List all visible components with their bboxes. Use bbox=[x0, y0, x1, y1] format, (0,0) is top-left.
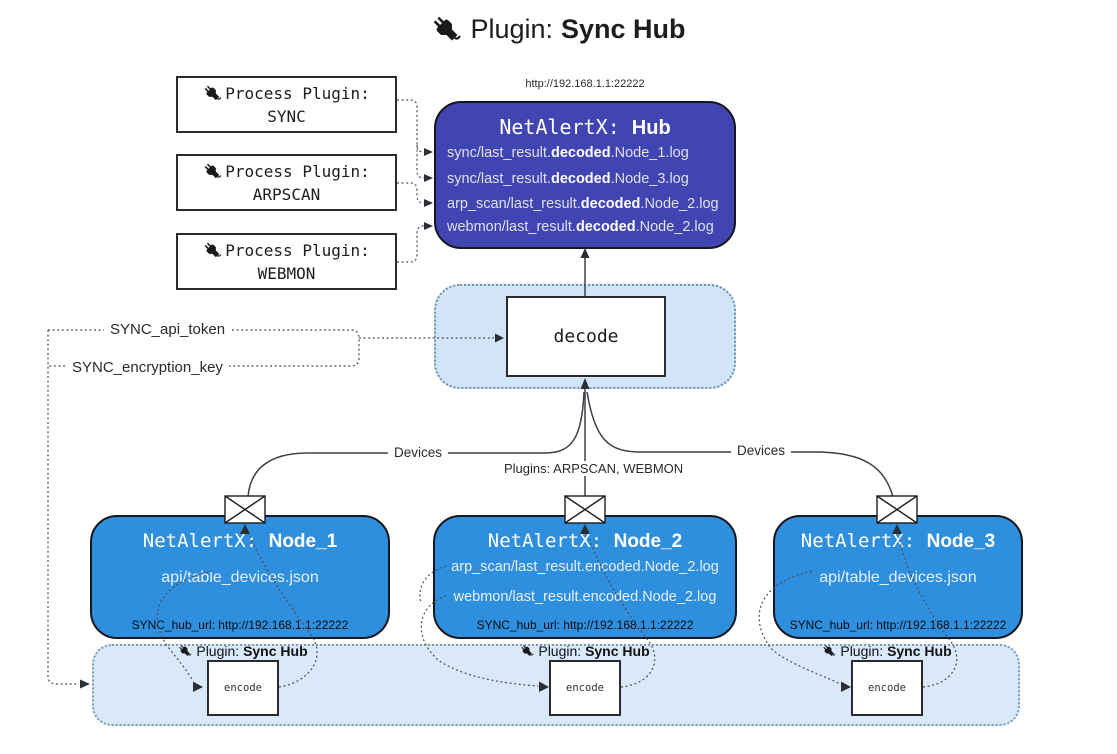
hub-url-label: http://192.168.1.1:22222 bbox=[525, 78, 645, 90]
process-plugin-name: SYNC bbox=[267, 106, 306, 126]
devices-label-left: Devices bbox=[388, 445, 449, 460]
plugin-sync-hub-label: Plugin: Sync Hub bbox=[153, 643, 333, 659]
node-box-3: NetAlertX: Node_3 api/table_devices.json… bbox=[773, 515, 1023, 639]
node-hub-url: SYNC_hub_url: http://192.168.1.1:22222 bbox=[789, 618, 1007, 632]
node-title: NetAlertX: Node_3 bbox=[800, 530, 996, 552]
plug-icon bbox=[203, 241, 222, 260]
node-file-line: api/table_devices.json bbox=[819, 569, 977, 586]
plugin-sync-hub-label: Plugin: Sync Hub bbox=[495, 643, 675, 659]
plugins-mid-label: Plugins: ARPSCAN, WEBMON bbox=[498, 461, 690, 476]
process-plugin-box-arpscan: Process Plugin: ARPSCAN bbox=[176, 154, 397, 211]
node-hub-url: SYNC_hub_url: http://192.168.1.1:22222 bbox=[131, 618, 349, 632]
plug-icon bbox=[822, 644, 836, 658]
hub-box: NetAlertX: Hub sync/last_result.decoded.… bbox=[434, 101, 736, 249]
hub-title: NetAlertX: Hub bbox=[436, 115, 734, 140]
node-file-line: arp_scan/last_result.encoded.Node_2.log bbox=[451, 559, 719, 575]
plugin-sync-hub-label: Plugin: Sync Hub bbox=[797, 643, 977, 659]
hub-log-row: arp_scan/last_result.decoded.Node_2.log bbox=[447, 196, 719, 212]
node-box-2: NetAlertX: Node_2 arp_scan/last_result.e… bbox=[433, 515, 737, 639]
process-plugin-box-webmon: Process Plugin: WEBMON bbox=[176, 233, 397, 290]
title-text: Plugin: bbox=[470, 14, 554, 44]
plug-icon bbox=[178, 644, 192, 658]
plug-icon bbox=[431, 14, 462, 45]
hub-name-mono: NetAlertX: bbox=[499, 115, 632, 139]
plug-icon bbox=[520, 644, 534, 658]
node-title: NetAlertX: Node_2 bbox=[487, 530, 683, 552]
hub-log-row: sync/last_result.decoded.Node_3.log bbox=[447, 171, 689, 187]
node-file-line: api/table_devices.json bbox=[161, 569, 319, 586]
sync-encryption-key-label: SYNC_encryption_key bbox=[66, 359, 229, 376]
process-plugin-name: WEBMON bbox=[257, 263, 316, 283]
hub-name-bold: Hub bbox=[631, 117, 671, 139]
node-file-line: webmon/last_result.encoded.Node_2.log bbox=[453, 589, 717, 605]
process-plugin-box-sync: Process Plugin: SYNC bbox=[176, 76, 397, 133]
node-hub-url: SYNC_hub_url: http://192.168.1.1:22222 bbox=[476, 618, 694, 632]
encode-box-2: encode bbox=[549, 660, 621, 716]
hub-log-row: sync/last_result.decoded.Node_1.log bbox=[447, 145, 689, 161]
sync-api-token-label: SYNC_api_token bbox=[104, 321, 232, 338]
node-title: NetAlertX: Node_1 bbox=[142, 530, 338, 552]
hub-log-row: webmon/last_result.decoded.Node_2.log bbox=[447, 219, 714, 235]
encode-box-1: encode bbox=[207, 660, 279, 716]
title-bold: Sync Hub bbox=[561, 14, 686, 44]
page-title: Plugin: Sync Hub bbox=[0, 14, 1117, 45]
decode-box: decode bbox=[506, 296, 666, 377]
node-box-1: NetAlertX: Node_1 api/table_devices.json… bbox=[90, 515, 390, 639]
plug-icon bbox=[203, 84, 222, 103]
plug-icon bbox=[203, 162, 222, 181]
devices-label-right: Devices bbox=[731, 443, 792, 458]
process-plugin-name: ARPSCAN bbox=[252, 184, 321, 204]
encode-box-3: encode bbox=[851, 660, 923, 716]
